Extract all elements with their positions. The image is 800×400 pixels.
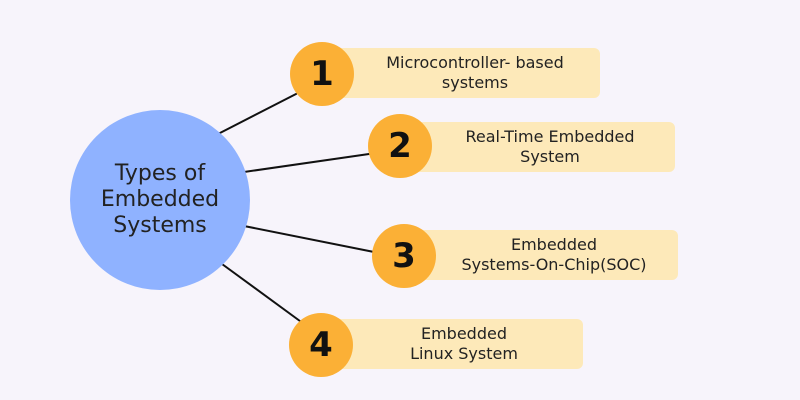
- connector-line-3: [243, 225, 375, 253]
- item-3-number: 3: [392, 236, 416, 276]
- item-4-label: Embedded Linux System: [410, 324, 518, 363]
- connector-line-1: [217, 93, 297, 135]
- item-2-label-box: Real-Time Embedded System: [405, 122, 675, 172]
- item-3-label: Embedded Systems-On-Chip(SOC): [461, 235, 647, 274]
- item-2-number-badge: 2: [368, 114, 432, 178]
- item-1-label-box: Microcontroller- based systems: [330, 48, 600, 98]
- item-3-label-box: Embedded Systems-On-Chip(SOC): [410, 230, 678, 280]
- item-2-number: 2: [388, 126, 412, 166]
- connector-line-2: [243, 153, 370, 173]
- item-4-label-box: Embedded Linux System: [325, 319, 583, 369]
- item-2-label: Real-Time Embedded System: [465, 127, 635, 166]
- center-topic-circle: Types of Embedded Systems: [70, 110, 250, 290]
- item-3-number-badge: 3: [372, 224, 436, 288]
- connector-line-4: [221, 263, 305, 325]
- item-4-number-badge: 4: [289, 313, 353, 377]
- center-topic-title: Types of Embedded Systems: [100, 161, 220, 238]
- item-1-label: Microcontroller- based systems: [386, 53, 564, 92]
- item-1-number-badge: 1: [290, 42, 354, 106]
- item-4-number: 4: [309, 325, 333, 365]
- item-1-number: 1: [310, 54, 334, 94]
